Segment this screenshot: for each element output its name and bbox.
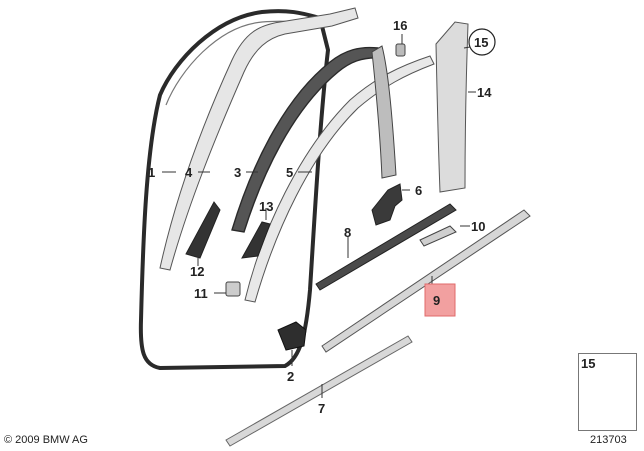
callout-8: 8 bbox=[344, 225, 351, 240]
part-2-cover bbox=[277, 321, 307, 351]
callout-1: 1 bbox=[148, 165, 155, 180]
callout-5: 5 bbox=[286, 165, 293, 180]
callout-4: 4 bbox=[185, 165, 193, 180]
copyright-text: © 2009 BMW AG bbox=[4, 434, 88, 446]
callout-16: 16 bbox=[393, 18, 407, 33]
part-3-channel bbox=[231, 46, 381, 233]
callout-10: 10 bbox=[471, 219, 485, 234]
part-12-trim bbox=[185, 201, 221, 259]
part-4-trim bbox=[159, 7, 359, 271]
callout-2: 2 bbox=[287, 369, 294, 384]
part-8-strip bbox=[315, 203, 457, 291]
part-5-trim bbox=[244, 55, 435, 303]
callout-6: 6 bbox=[415, 183, 422, 198]
callout-12: 12 bbox=[190, 264, 204, 279]
callout-3: 3 bbox=[234, 165, 241, 180]
callout-9: 9 bbox=[433, 293, 440, 308]
legend-box: 15 bbox=[578, 353, 637, 431]
callout-15: 15 bbox=[474, 35, 488, 50]
callout-7: 7 bbox=[318, 401, 325, 416]
part-14-cover bbox=[435, 21, 469, 193]
callout-14: 14 bbox=[477, 85, 492, 100]
part-9-strip bbox=[321, 209, 531, 353]
part-10-trim bbox=[419, 225, 457, 247]
part-9-highlight bbox=[424, 283, 456, 317]
callout-11: 11 bbox=[194, 286, 208, 301]
b-pillar bbox=[371, 45, 397, 179]
legend-number: 15 bbox=[581, 356, 596, 371]
part-11-clip bbox=[225, 281, 241, 297]
part-15-circle bbox=[468, 28, 496, 56]
part-7-strip bbox=[225, 335, 413, 447]
part-16-clip bbox=[395, 43, 406, 57]
part-1-door-seal bbox=[138, 9, 331, 371]
diagram-number: 213703 bbox=[590, 434, 627, 446]
part-13-trim bbox=[241, 221, 271, 259]
callout-13: 13 bbox=[259, 199, 273, 214]
part-6-bracket bbox=[371, 183, 403, 226]
